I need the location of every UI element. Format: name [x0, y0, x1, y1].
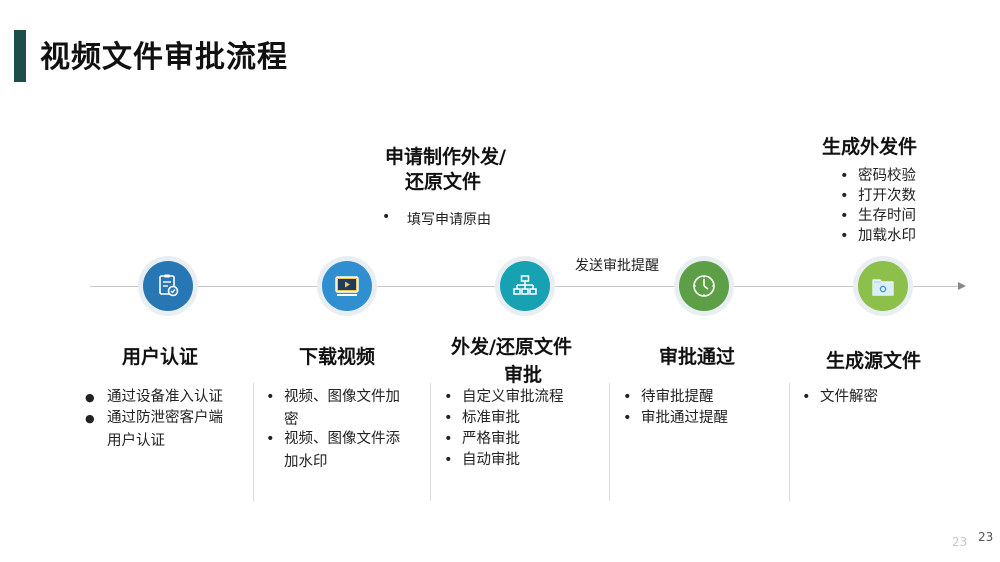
column-divider [789, 383, 790, 501]
download-item-continued: 密 [284, 412, 299, 428]
user-auth-items: 通过设备准入认证 通过防泄密客户端 [85, 387, 223, 429]
list-item: 自定义审批流程 [440, 387, 564, 408]
page-number-faded: 23 [952, 535, 968, 549]
request-title-line1: 申请制作外发/ [385, 146, 506, 168]
step-node-approve-request [500, 261, 550, 311]
step-label-generate: 生成源文件 [826, 350, 922, 372]
list-item: 视频、图像文件加 [262, 387, 400, 408]
list-item: 加载水印 [836, 226, 916, 246]
list-item: 严格审批 [440, 429, 564, 450]
step-label-approved: 审批通过 [659, 346, 736, 368]
step-node-download [322, 261, 372, 311]
request-item: 填写申请原由 [407, 212, 491, 228]
request-title-line2: 还原文件 [405, 171, 482, 193]
approve-request-items: 自定义审批流程 标准审批 严格审批 自动审批 [440, 387, 564, 471]
generate-items: 密码校验 打开次数 生存时间 加载水印 [836, 166, 916, 246]
list-item: 通过设备准入认证 [85, 387, 223, 408]
list-item: 打开次数 [836, 186, 916, 206]
list-item: 生存时间 [836, 206, 916, 226]
step-node-approved [679, 261, 729, 311]
video-player-icon [335, 276, 359, 296]
step-node-generate [858, 261, 908, 311]
step-label-user-auth: 用户认证 [122, 346, 199, 368]
approved-items: 待审批提醒 审批通过提醒 [619, 387, 728, 429]
timeline-arrow-icon [958, 282, 966, 290]
list-item: 通过防泄密客户端 [85, 408, 223, 429]
list-item: 审批通过提醒 [619, 408, 728, 429]
page-title: 视频文件审批流程 [40, 40, 288, 75]
clipboard-check-icon [159, 274, 179, 297]
folder-icon [872, 279, 894, 296]
download-items-2: 视频、图像文件添 [262, 429, 400, 450]
list-item: 待审批提醒 [619, 387, 728, 408]
generate-source-items: 文件解密 [798, 387, 878, 408]
list-item: 密码校验 [836, 166, 916, 186]
step-label-approve-line2: 审批 [504, 364, 543, 386]
title-accent-bar [14, 30, 26, 82]
download-item-continued: 加水印 [284, 454, 328, 470]
generate-title: 生成外发件 [822, 136, 918, 158]
user-auth-item-continued: 用户认证 [107, 433, 165, 449]
page-number: 23 [978, 530, 994, 544]
download-items: 视频、图像文件加 [262, 387, 400, 408]
notify-label: 发送审批提醒 [575, 258, 659, 274]
bullet-dot: • [382, 209, 391, 225]
step-node-user-auth [143, 261, 193, 311]
column-divider [430, 383, 431, 501]
list-item: 自动审批 [440, 450, 564, 471]
column-divider [609, 383, 610, 501]
column-divider [253, 383, 254, 501]
list-item: 视频、图像文件添 [262, 429, 400, 450]
clock-icon [693, 275, 715, 297]
list-item: 标准审批 [440, 408, 564, 429]
step-label-approve-line1: 外发/还原文件 [451, 336, 572, 358]
step-label-download: 下载视频 [299, 346, 376, 368]
hierarchy-icon [513, 275, 537, 295]
list-item: 文件解密 [798, 387, 878, 408]
